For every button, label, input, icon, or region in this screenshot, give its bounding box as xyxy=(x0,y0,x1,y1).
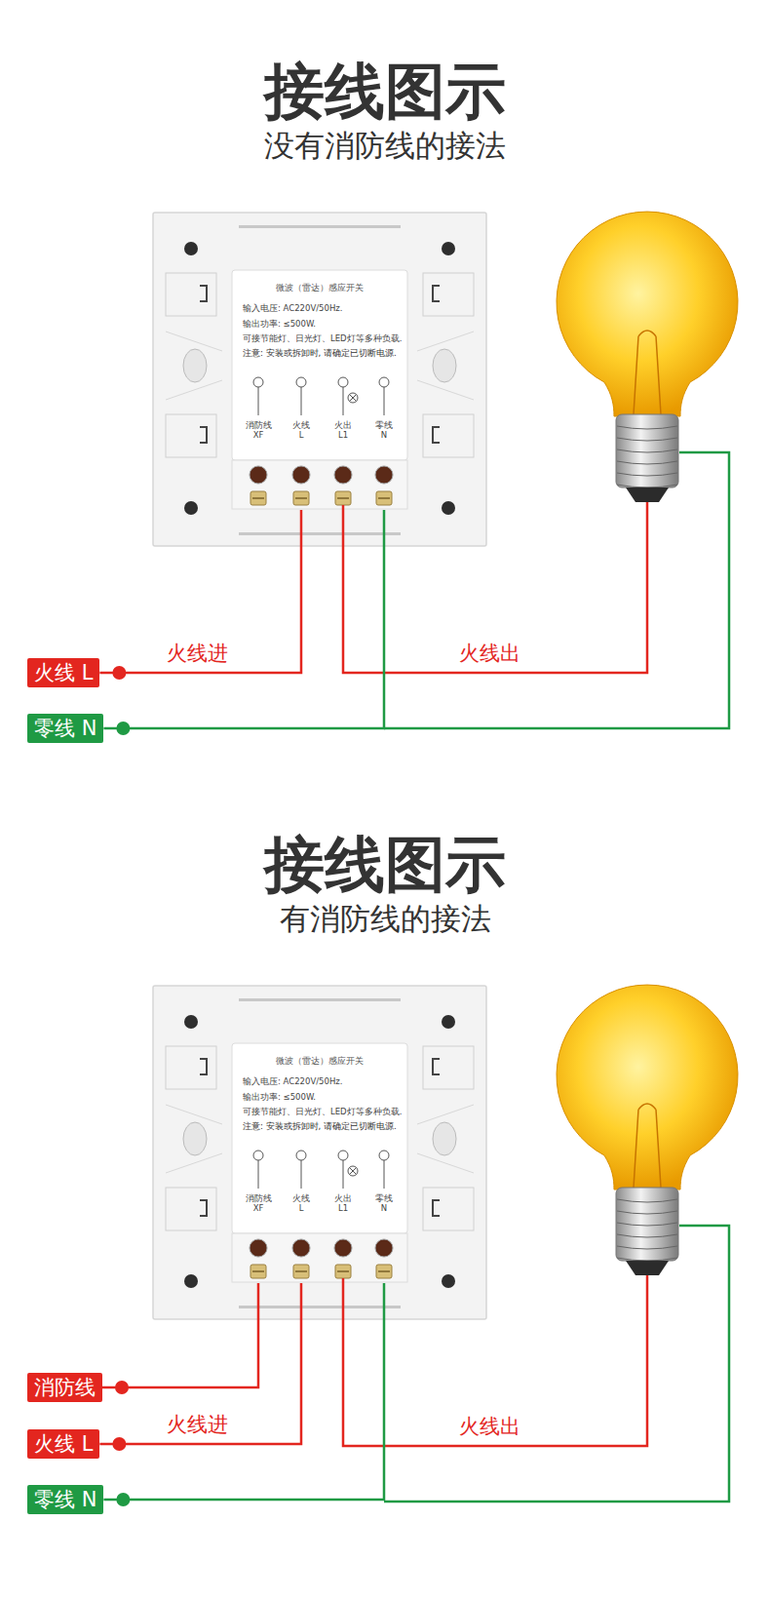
terminal-screw xyxy=(293,491,309,505)
spec-line: 输出功率: ≤500W. xyxy=(242,318,316,329)
terminal-label: 火出 L1 xyxy=(334,420,352,440)
terminal-label: 火出 L1 xyxy=(334,1193,352,1213)
terminal-hole xyxy=(375,1238,393,1257)
live-out-wire xyxy=(343,501,648,673)
wire xyxy=(99,509,302,673)
spec-line: 注意: 安装或拆卸时, 请确定已切断电源. xyxy=(242,347,397,358)
label-sticker xyxy=(231,269,408,461)
switch-module: 微波（雷达）感应开关输入电压: AC220V/50Hz. 输出功率: ≤500W.… xyxy=(231,269,408,510)
wire-end-dot xyxy=(115,1380,129,1394)
tag-text: 火线 L xyxy=(34,1430,93,1457)
mounting-hole xyxy=(184,241,198,256)
wire-tag: 火线 L xyxy=(27,1428,100,1459)
terminal-hole xyxy=(249,465,268,484)
subtitle: 没有消防线的接法 xyxy=(264,125,506,167)
heading: 接线图示 xyxy=(264,823,506,906)
switch-plate xyxy=(153,212,487,546)
terminal-hole xyxy=(375,465,393,484)
mounting-hole xyxy=(441,1014,456,1029)
wire-end-dot xyxy=(115,1492,130,1506)
neutral-wire xyxy=(384,1225,730,1502)
spec-line: 输入电压: AC220V/50Hz. xyxy=(242,303,343,313)
tag-text: 火线 L xyxy=(34,659,93,686)
terminal-screw xyxy=(335,1264,351,1278)
terminal-screw xyxy=(250,491,267,505)
tag-text: 零线 N xyxy=(34,715,97,741)
terminal-label: 零线 N xyxy=(375,1193,393,1213)
spec-line: 输出功率: ≤500W. xyxy=(242,1091,316,1102)
mounting-hole xyxy=(184,1273,198,1288)
terminal-hole xyxy=(334,465,352,484)
switch-and-bulb xyxy=(153,211,738,729)
wire-tag: 零线 N xyxy=(27,1484,104,1514)
wire-tag: 消防线 xyxy=(27,1372,103,1402)
terminal-hole xyxy=(334,1238,352,1257)
terminal-screw xyxy=(293,1264,309,1278)
wire xyxy=(99,1282,302,1444)
wire-label: 火线出 xyxy=(459,1412,521,1440)
wire-label: 火线进 xyxy=(166,1410,229,1438)
terminal-label: 消防线 XF xyxy=(245,1193,272,1213)
mounting-hole xyxy=(184,500,198,515)
module-title: 微波（雷达）感应开关 xyxy=(275,1055,364,1067)
spec-line: 可接节能灯、日光灯、LED灯等多种负载. xyxy=(242,333,402,344)
wire-end-dot xyxy=(112,665,126,680)
module-title: 微波（雷达）感应开关 xyxy=(275,282,364,294)
mounting-hole xyxy=(441,500,456,515)
subtitle: 有消防线的接法 xyxy=(279,898,492,940)
spec-line: 可接节能灯、日光灯、LED灯等多种负载. xyxy=(242,1106,402,1117)
terminal-label: 火线 L xyxy=(292,1193,310,1213)
neutral-wire xyxy=(384,452,730,729)
terminal-screw xyxy=(250,1264,267,1278)
terminal-hole xyxy=(292,1238,310,1257)
mounting-hole xyxy=(441,241,456,256)
terminal-block xyxy=(231,460,408,509)
terminal-screw xyxy=(335,491,351,505)
terminal-hole xyxy=(249,1238,268,1257)
light-bulb xyxy=(556,984,738,1275)
switch-and-bulb xyxy=(153,984,738,1502)
label-sticker xyxy=(231,1042,408,1233)
wire-tag: 零线 N xyxy=(27,713,104,743)
tag-text: 消防线 xyxy=(34,1374,96,1400)
wire xyxy=(103,1282,385,1500)
mounting-hole xyxy=(441,1273,456,1288)
terminal-label: 零线 N xyxy=(375,420,393,440)
terminal-label: 火线 L xyxy=(292,420,310,440)
spec-line: 输入电压: AC220V/50Hz. xyxy=(242,1076,343,1086)
wire-label: 火线进 xyxy=(166,639,229,667)
live-out-wire xyxy=(343,1274,648,1446)
terminal-screw xyxy=(376,491,392,505)
heading: 接线图示 xyxy=(264,50,506,133)
terminal-hole xyxy=(292,465,310,484)
spec-line: 注意: 安装或拆卸时, 请确定已切断电源. xyxy=(242,1120,397,1131)
switch-plate xyxy=(153,985,487,1319)
terminal-label: 消防线 XF xyxy=(245,420,272,440)
terminal-screw xyxy=(376,1264,392,1278)
wire-label: 火线出 xyxy=(459,639,521,667)
mounting-hole xyxy=(184,1014,198,1029)
wire xyxy=(103,509,385,729)
tag-text: 零线 N xyxy=(34,1486,97,1512)
wire-end-dot xyxy=(115,721,130,735)
wire-end-dot xyxy=(112,1436,126,1451)
wire-tag: 火线 L xyxy=(27,657,100,688)
wire xyxy=(102,1282,259,1387)
terminal-block xyxy=(231,1232,408,1282)
light-bulb xyxy=(556,211,738,502)
switch-module: 微波（雷达）感应开关输入电压: AC220V/50Hz. 输出功率: ≤500W.… xyxy=(231,1042,408,1283)
